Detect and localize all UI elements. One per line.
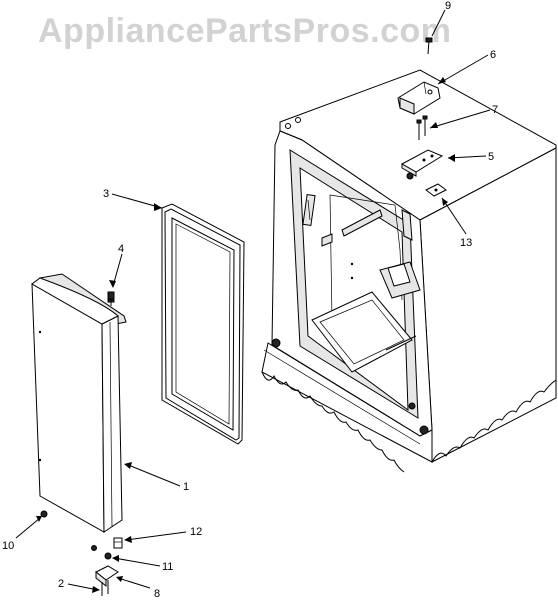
callout-6: 6 — [490, 49, 496, 61]
callout-5: 5 — [488, 151, 494, 163]
leader-lines — [15, 9, 491, 593]
callout-2: 2 — [58, 578, 64, 590]
door-1 — [31, 273, 127, 533]
hinge-screw-9 — [425, 37, 433, 55]
callout-13: 13 — [460, 237, 472, 249]
callout-3: 3 — [103, 188, 109, 200]
hinge-shim-13 — [425, 183, 447, 197]
callout-7: 7 — [492, 104, 498, 116]
screws-2 — [101, 580, 109, 596]
callout-9: 9 — [445, 0, 451, 12]
callout-11: 11 — [162, 561, 173, 573]
washer-11 — [91, 545, 112, 560]
hinge-screws-7 — [416, 115, 428, 140]
callout-labels: 1 2 3 4 5 6 7 8 9 10 11 12 13 — [2, 0, 498, 600]
door-bushing-12 — [113, 537, 123, 549]
callout-8: 8 — [154, 588, 160, 600]
refrigerator-cabinet — [261, 69, 557, 473]
callout-10: 10 — [2, 540, 14, 552]
door-gasket-3 — [161, 203, 245, 445]
callout-4: 4 — [118, 243, 124, 255]
bottom-hinge-8 — [95, 565, 119, 588]
top-hinge-cover-6 — [397, 81, 441, 115]
callout-1: 1 — [183, 481, 189, 493]
callout-12: 12 — [190, 526, 202, 538]
top-hinge-5 — [400, 149, 444, 180]
door-stop-10 — [40, 510, 48, 518]
door-screw-4 — [107, 291, 115, 306]
watermark: AppliancePartsPros.com — [38, 12, 452, 50]
